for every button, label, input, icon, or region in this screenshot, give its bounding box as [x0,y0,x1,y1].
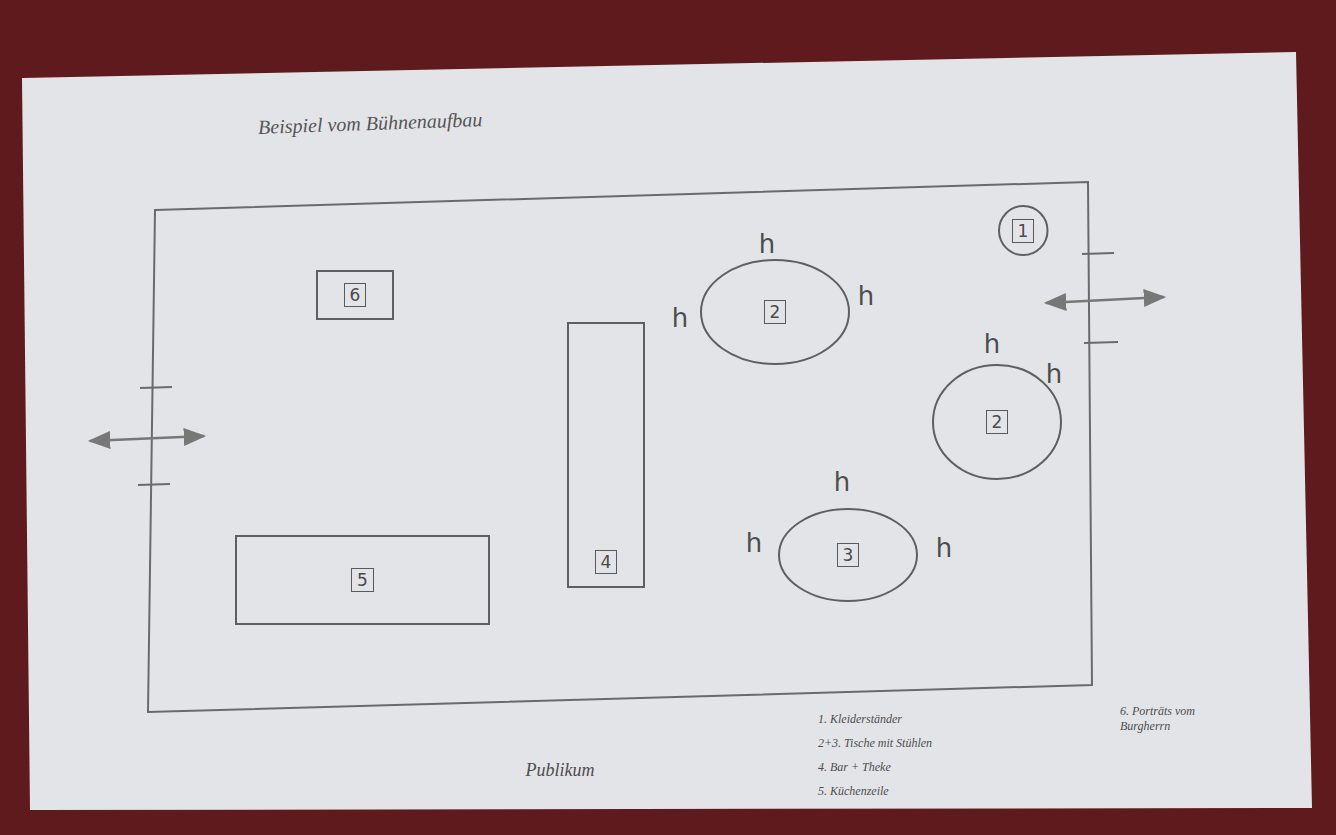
table-circle: 2 [932,364,1062,480]
furniture-outline [317,271,393,319]
furniture-box: 4 [567,322,645,588]
legend-note: 6. Porträts vom Burgherrn [1120,704,1220,734]
sketch-title: Beispiel vom Bühnenaufbau [258,108,483,139]
door-arrow [1046,297,1164,303]
chair-symbol: h [759,231,775,257]
chair-symbol: h [746,530,762,556]
callout-number: 4 [595,550,618,574]
chair-symbol: h [858,283,874,309]
table-circle: 2 [700,259,850,365]
audience-label: Publikum [526,760,595,781]
legend-note: 5. Küchenzeile [818,784,889,799]
paper-sheet [22,52,1312,810]
callout-number: 2 [986,410,1009,434]
furniture-outline [568,323,644,587]
door-mark [1082,253,1114,254]
door-mark [1084,342,1118,343]
chair-symbol: h [936,535,952,561]
round-outline [701,260,849,364]
stage-outline [148,182,1092,712]
door-mark [138,484,170,485]
chair-symbol: h [834,469,850,495]
chair-symbol: h [1046,361,1062,387]
callout-number: 2 [764,300,787,324]
round-outline [779,509,917,601]
furniture-box: 5 [235,535,490,625]
callout-number: 1 [1012,219,1035,243]
round-outline [999,206,1048,255]
furniture-box: 6 [316,270,394,320]
door-mark [140,387,172,388]
door-arrow [90,436,204,441]
callout-number: 6 [344,283,367,307]
callout-number: 5 [351,568,374,592]
chair-symbol: h [984,331,1000,357]
legend-note: 4. Bar + Theke [818,760,891,775]
table-circle: 1 [998,205,1049,256]
callout-number: 3 [837,543,860,567]
round-outline [933,365,1061,479]
legend-note: 2+3. Tische mit Stühlen [818,736,932,751]
chair-symbol: h [672,305,688,331]
furniture-outline [236,536,489,624]
table-circle: 3 [778,508,918,602]
shape-outline [567,322,645,588]
legend-note: 1. Kleiderständer [818,712,902,727]
